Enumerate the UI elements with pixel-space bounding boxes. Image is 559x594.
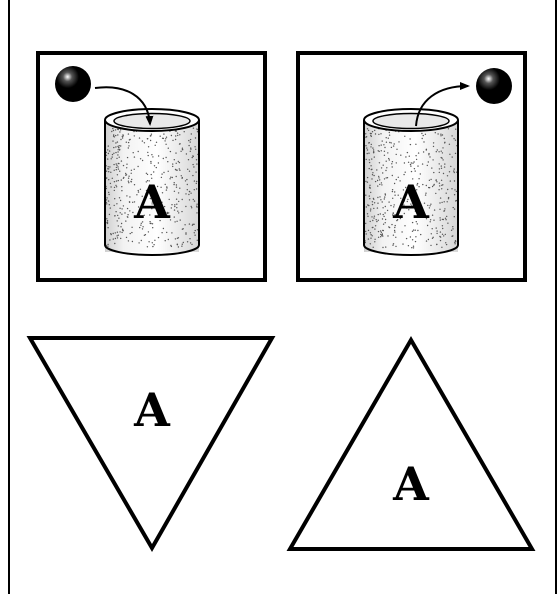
- ball: [55, 66, 91, 102]
- panel-label: A: [392, 175, 430, 229]
- panel-triangle-up: A: [290, 340, 532, 549]
- panel-ball-enters: A: [38, 53, 265, 280]
- panel-label: A: [133, 383, 171, 437]
- panel-triangle-down: A: [30, 338, 272, 548]
- triangle-up-shape: [290, 340, 532, 549]
- triangle-down-shape: [30, 338, 272, 548]
- panel-label: A: [392, 457, 430, 511]
- panel-ball-exits: A: [298, 53, 525, 280]
- panel-label: A: [133, 175, 171, 229]
- ball: [476, 68, 512, 104]
